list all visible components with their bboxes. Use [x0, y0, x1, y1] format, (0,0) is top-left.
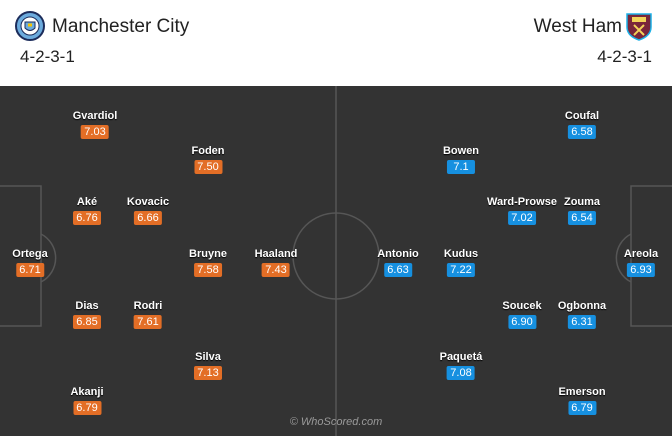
player-card[interactable]: Ward-Prowse 7.02	[487, 196, 557, 226]
player-name: Silva	[195, 351, 221, 363]
player-rating: 6.79	[72, 401, 101, 415]
player-card[interactable]: Areola 6.93	[624, 248, 658, 278]
player-rating: 7.08	[446, 366, 475, 380]
player-rating: 7.02	[507, 211, 536, 225]
player-card[interactable]: Soucek 6.90	[502, 300, 542, 330]
player-card[interactable]: Kovacic 6.66	[127, 196, 169, 226]
player-card[interactable]: Rodri 7.61	[133, 300, 163, 330]
player-rating: 7.58	[194, 263, 222, 277]
player-rating: 6.54	[568, 211, 596, 225]
away-team-name[interactable]: West Ham	[533, 16, 622, 37]
player-name: Haaland	[254, 248, 298, 260]
player-rating: 7.13	[194, 366, 222, 380]
player-rating: 6.90	[507, 315, 536, 329]
player-rating: 6.79	[567, 401, 596, 415]
player-card[interactable]: Zouma 6.54	[564, 196, 600, 226]
pitch-markings	[0, 86, 672, 436]
player-card[interactable]: Foden 7.50	[192, 145, 225, 175]
player-name: Coufal	[564, 110, 600, 122]
player-rating: 7.1	[447, 160, 475, 174]
player-card[interactable]: Akanji 6.79	[70, 386, 104, 416]
player-card[interactable]: Gvardiol 7.03	[72, 110, 118, 140]
player-card[interactable]: Bruyne 7.58	[189, 248, 227, 278]
west-ham-crest-icon	[626, 13, 652, 41]
player-card[interactable]: Aké 6.76	[73, 196, 101, 226]
player-name: Ward-Prowse	[487, 196, 557, 208]
player-name: Gvardiol	[72, 110, 118, 122]
player-name: Kudus	[443, 248, 479, 260]
player-card[interactable]: Bowen 7.1	[443, 145, 479, 175]
player-rating: 6.85	[73, 315, 101, 329]
player-name: Zouma	[563, 196, 601, 208]
player-name: Paquetá	[439, 351, 483, 363]
player-name: Bowen	[442, 145, 480, 157]
manchester-city-crest-icon	[15, 11, 45, 41]
player-rating: 6.71	[16, 263, 44, 277]
player-card[interactable]: Dias 6.85	[73, 300, 101, 330]
player-card[interactable]: Paquetá 7.08	[439, 351, 483, 381]
player-card[interactable]: Emerson 6.79	[558, 386, 606, 416]
player-rating: 6.76	[73, 211, 101, 225]
player-rating: 7.50	[194, 160, 222, 174]
player-rating: 6.66	[133, 211, 162, 225]
player-rating: 7.61	[133, 315, 162, 329]
player-name: Akanji	[70, 386, 104, 398]
player-name: Emerson	[558, 386, 606, 398]
away-formation: 4-2-3-1	[597, 47, 652, 66]
home-formation: 4-2-3-1	[20, 47, 75, 66]
player-name: Aké	[76, 196, 98, 208]
player-rating: 6.31	[568, 315, 596, 329]
player-name: Foden	[191, 145, 225, 157]
player-rating: 6.93	[627, 263, 655, 277]
player-rating: 7.22	[446, 263, 475, 277]
player-card[interactable]: Haaland 7.43	[254, 248, 298, 278]
player-name: Antonio	[377, 248, 419, 260]
player-card[interactable]: Antonio 6.63	[377, 248, 419, 278]
player-rating: 7.43	[261, 263, 290, 277]
pitch: Ortega 6.71 Gvardiol 7.03 Aké 6.76 Dias …	[0, 86, 672, 436]
player-card[interactable]: Kudus 7.22	[444, 248, 478, 278]
player-name: Dias	[75, 300, 99, 312]
player-name: Kovacic	[126, 196, 170, 208]
player-card[interactable]: Ogbonna 6.31	[558, 300, 606, 330]
player-name: Bruyne	[189, 248, 227, 260]
player-name: Rodri	[133, 300, 163, 312]
player-name: Soucek	[502, 300, 542, 312]
player-name: Ortega	[12, 248, 48, 260]
player-card[interactable]: Silva 7.13	[194, 351, 222, 381]
player-name: Areola	[623, 248, 659, 260]
player-rating: 6.63	[383, 263, 412, 277]
player-name: Ogbonna	[557, 300, 607, 312]
player-card[interactable]: Coufal 6.58	[565, 110, 599, 140]
home-team-name[interactable]: Manchester City	[52, 16, 190, 37]
match-header: Manchester City 4-2-3-1 West Ham 4-2-3-1	[0, 0, 672, 86]
watermark: © WhoScored.com	[289, 416, 383, 428]
player-card[interactable]: Ortega 6.71	[12, 248, 48, 278]
player-rating: 6.58	[567, 125, 596, 139]
player-rating: 7.03	[81, 125, 109, 139]
